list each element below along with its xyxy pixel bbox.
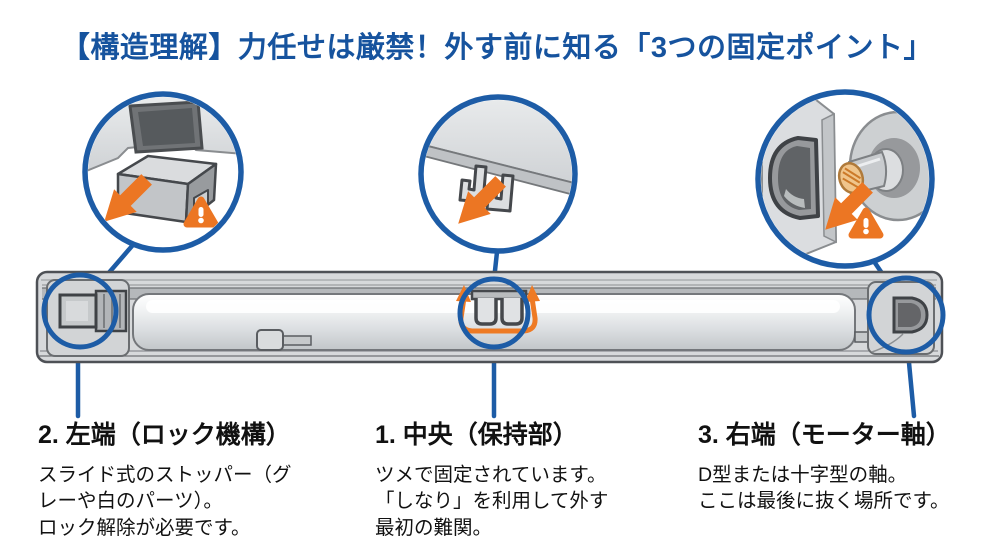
label-left-heading: 2. 左端（ロック機構） <box>38 421 291 449</box>
highlight-circle-right <box>866 275 946 355</box>
page-title: 【構造理解】力任せは厳禁！外す前に知る「3つの固定ポイント」 <box>60 32 934 64</box>
label-section-center-holder: 1. 中央（保持部） ツメで固定されています。 「しなり」を利用して外す 最初の… <box>375 420 675 541</box>
callout-left-lock <box>82 91 244 253</box>
device-bar-illustration <box>35 270 944 364</box>
bar-right-d-shaft-detail <box>867 281 935 355</box>
warning-triangle-icon <box>183 196 219 228</box>
diagram-svg <box>35 89 946 419</box>
pull-direction-arrow-icon <box>104 174 152 222</box>
label-left-body: スライド式のストッパー（グ レーや白のパーツ）。 ロック解除が必要です。 <box>38 464 292 539</box>
callout-center-clips <box>418 94 578 254</box>
motor-shaft-illustration <box>761 95 929 260</box>
warning-triangle-icon <box>848 207 884 239</box>
pull-direction-arrow-icon <box>825 182 873 230</box>
retaining-clips-illustration <box>424 100 572 224</box>
label-right-heading: 3. 右端（モーター軸） <box>698 421 951 449</box>
callout-right-shaft <box>755 89 935 269</box>
label-right-body: D型または十字型の軸。 ここは最後に抜く場所です。 <box>698 464 950 513</box>
label-section-right-motor: 3. 右端（モーター軸） D型または十字型の軸。 ここは最後に抜く場所です。 <box>698 420 994 515</box>
label-center-heading: 1. 中央（保持部） <box>375 421 578 449</box>
lock-slider-illustration <box>88 97 238 228</box>
label-section-left-lock: 2. 左端（ロック機構） スライド式のストッパー（グ レーや白のパーツ）。 ロッ… <box>38 420 353 541</box>
bar-left-tab-detail <box>256 329 312 351</box>
pull-direction-arrow-icon <box>458 176 506 224</box>
highlight-circle-center <box>457 276 531 350</box>
highlight-circle-left <box>41 272 119 350</box>
label-center-body: ツメで固定されています。 「しなり」を利用して外す 最初の難関。 <box>375 464 609 539</box>
